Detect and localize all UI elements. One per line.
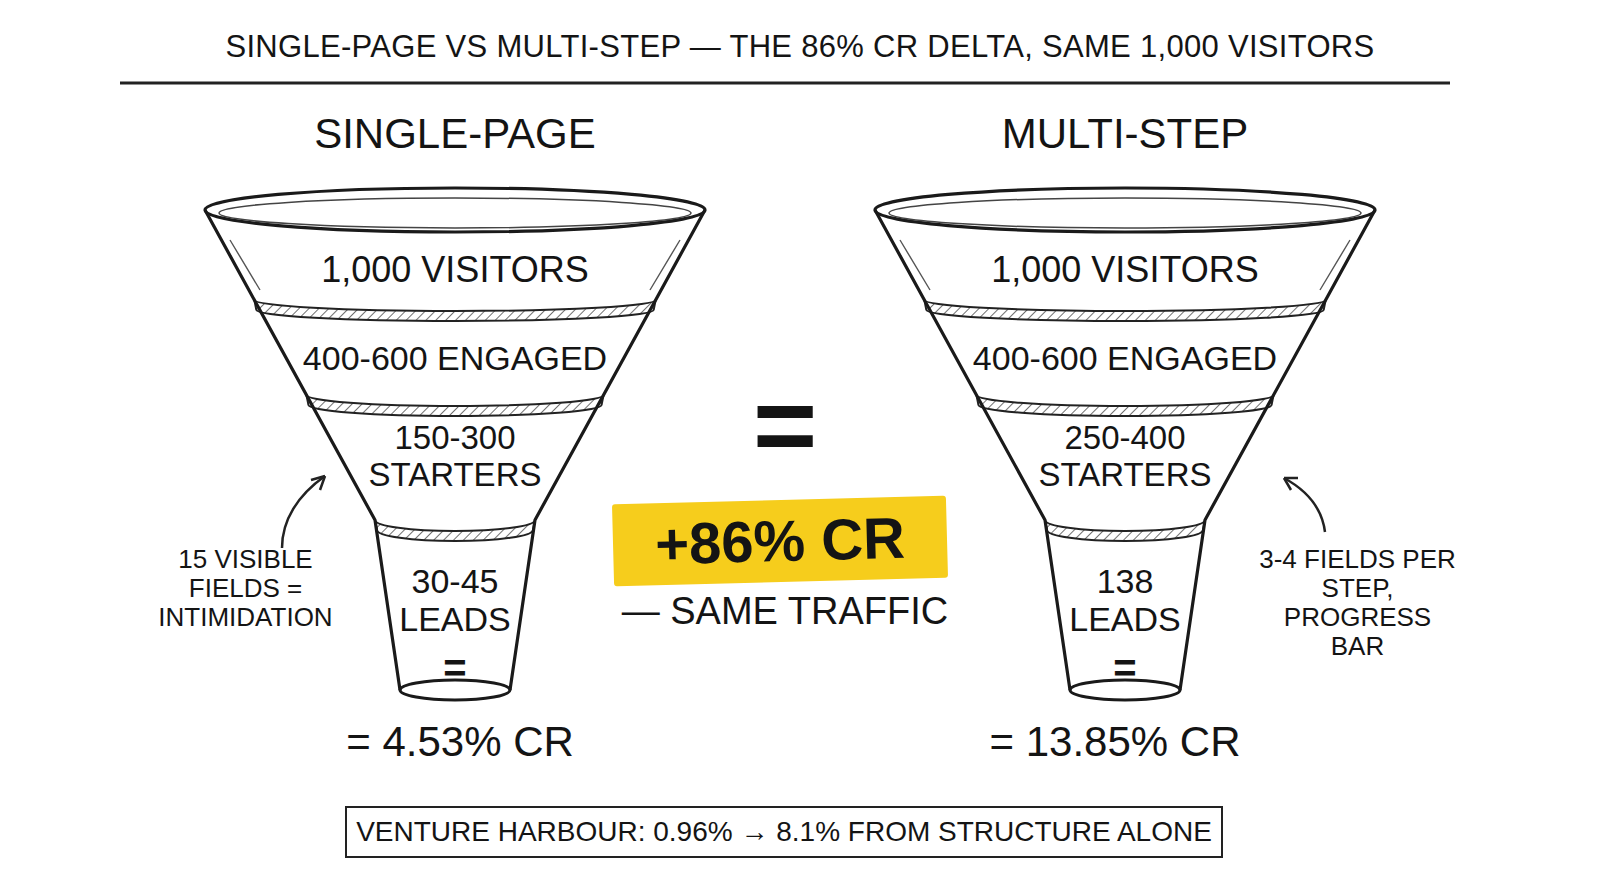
equals-sign: = <box>1050 646 1200 691</box>
funnel-rim <box>205 188 705 232</box>
hatched-band-edge <box>254 300 655 321</box>
band-text: +86% CR <box>654 505 905 576</box>
funnel-heading: SINGLE-PAGE <box>200 110 710 157</box>
funnel-heading: MULTI-STEP <box>870 110 1380 157</box>
funnel-rim <box>875 188 1375 232</box>
funnel-band: 1,000 VISITORS <box>945 250 1305 290</box>
funnel-rim-inner <box>219 198 691 228</box>
band-text: 400-600 ENGAGED <box>295 339 615 377</box>
leader-arrow <box>1284 478 1325 532</box>
funnel-band: 138 LEADS = <box>1050 562 1200 691</box>
callout-note: 3-4 FIELDS PER STEP, PROGRESS BAR <box>1255 545 1460 661</box>
highlight-box: +86% CR <box>612 496 948 587</box>
source-box: VENTURE HARBOUR: 0.96% → 8.1% FROM STRUC… <box>345 806 1223 858</box>
funnel-band: 400-600 ENGAGED <box>965 339 1285 377</box>
band-text: 400-600 ENGAGED <box>965 339 1285 377</box>
arrow-head <box>1284 478 1298 490</box>
hatched-band-edge <box>306 395 603 416</box>
band-text: VENTURE HARBOUR: 0.96% → 8.1% FROM STRUC… <box>356 816 1212 847</box>
sketch-stroke <box>230 240 680 290</box>
equals-sign: = <box>380 646 530 691</box>
band-text: 30-45 LEADS <box>380 562 530 638</box>
sketch-stroke <box>900 240 1350 290</box>
funnel-band: 1,000 VISITORS <box>275 250 635 290</box>
funnel-band: 400-600 ENGAGED <box>295 339 615 377</box>
hatched-band-edge <box>1045 520 1205 541</box>
note-text: — SAME TRAFFIC <box>600 590 970 633</box>
band-text: 1,000 VISITORS <box>945 250 1305 290</box>
funnel-rim-inner <box>889 198 1361 228</box>
band-text: 138 LEADS <box>1050 562 1200 638</box>
hatched-band-edge <box>375 520 535 541</box>
funnel-band: 150-300 STARTERS <box>340 420 570 494</box>
arrow-head <box>311 476 325 490</box>
diagram-title: SINGLE-PAGE VS MULTI-STEP — THE 86% CR D… <box>0 30 1600 65</box>
callout-note: 15 VISIBLE FIELDS = INTIMIDATION <box>138 545 353 632</box>
result-rate: = 4.53% CR <box>300 718 620 765</box>
result-rate: = 13.85% CR <box>945 718 1285 765</box>
band-text: 250-400 STARTERS <box>1010 420 1240 494</box>
equals-sign: = <box>700 370 870 480</box>
band-text: 1,000 VISITORS <box>275 250 635 290</box>
hatched-band-edge <box>976 395 1273 416</box>
title-underline <box>120 82 1450 85</box>
funnel-band: 250-400 STARTERS <box>1010 420 1240 494</box>
band-text: 150-300 STARTERS <box>340 420 570 494</box>
funnel-band: 30-45 LEADS = <box>380 562 530 691</box>
leader-arrow <box>282 476 325 548</box>
hatched-band-edge <box>924 300 1325 321</box>
